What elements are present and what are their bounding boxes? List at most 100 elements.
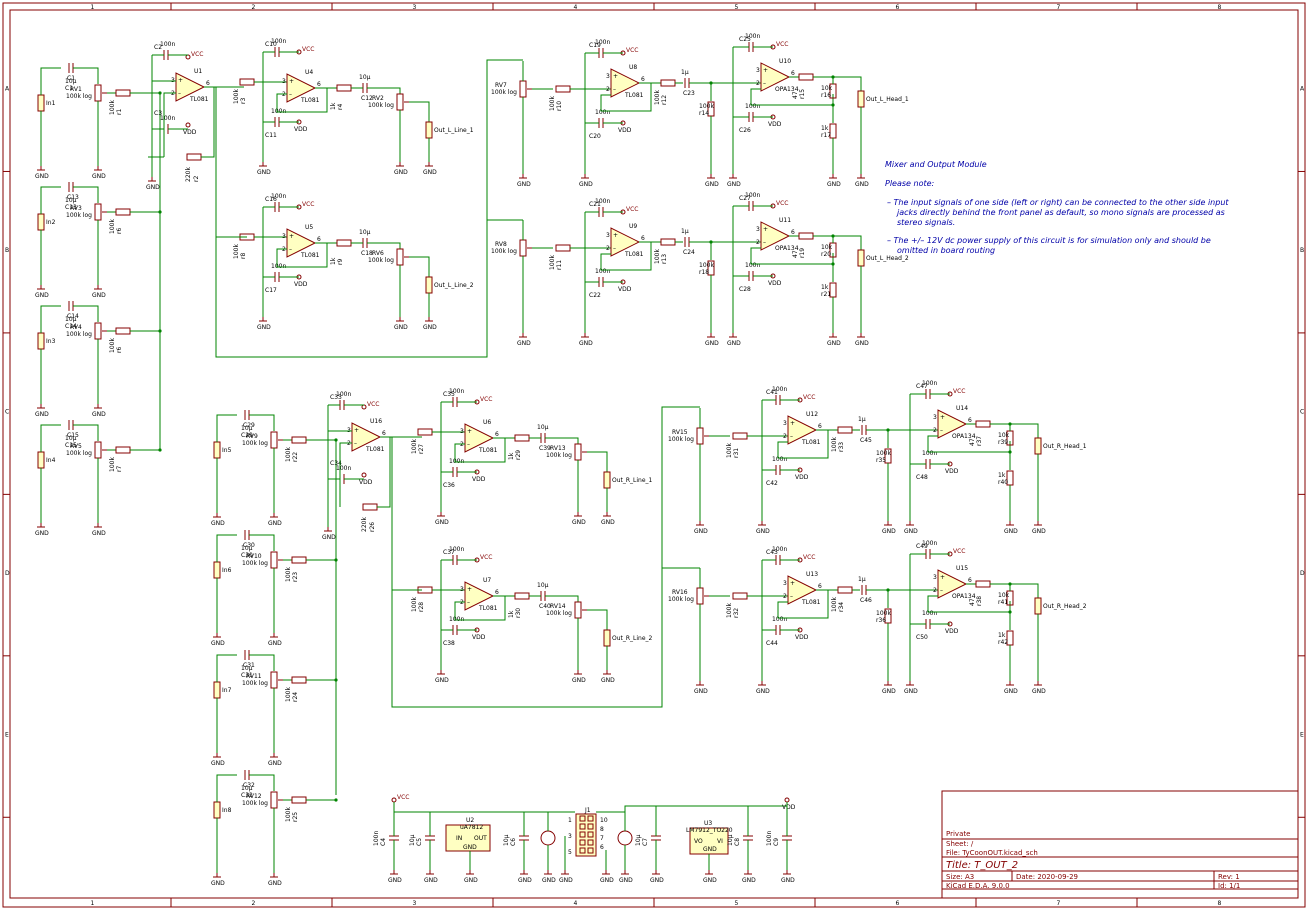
wire bbox=[777, 430, 829, 459]
pot-value: 100k log bbox=[546, 452, 572, 459]
regulator-pin: GND bbox=[703, 846, 717, 853]
capacitor: 100n bbox=[160, 41, 175, 60]
gnd-label: GND bbox=[601, 519, 615, 526]
gnd-label: GND bbox=[322, 534, 336, 541]
resistor-value: 100k bbox=[831, 437, 838, 452]
jack-body bbox=[37, 213, 45, 231]
wire bbox=[454, 438, 506, 463]
resistor-ref: r20 bbox=[821, 251, 831, 258]
gnd-label: GND bbox=[579, 340, 593, 347]
pot-ref: RV4 bbox=[70, 324, 82, 331]
gnd-label: GND bbox=[394, 324, 408, 331]
gnd-label: GND bbox=[257, 324, 271, 331]
opamp-minus: – bbox=[613, 245, 616, 252]
gnd-symbol: GND bbox=[92, 166, 106, 180]
pin-num: 6 bbox=[317, 236, 321, 243]
resistor-ref: r9 bbox=[337, 259, 344, 265]
vcc-symbol: VCC bbox=[770, 200, 788, 209]
gnd-symbol: GND bbox=[388, 870, 402, 884]
resistor-body bbox=[798, 73, 814, 81]
pin-num: 3 bbox=[460, 428, 464, 435]
opamp-plus: + bbox=[178, 77, 183, 84]
cap-value: 1µ bbox=[681, 228, 689, 235]
pot-value: 100k log bbox=[242, 560, 268, 567]
resistor-body bbox=[732, 592, 748, 600]
gnd-symbol: GND bbox=[579, 333, 593, 347]
gnd-symbol: GND bbox=[579, 174, 593, 188]
capacitor: 100n bbox=[595, 268, 610, 287]
cap-value: 100n bbox=[336, 465, 351, 472]
opamp-ref: U12 bbox=[806, 411, 818, 418]
resistor-value: 1k bbox=[508, 610, 515, 618]
gnd-symbol: GND bbox=[146, 177, 160, 191]
wire bbox=[215, 59, 523, 358]
opamp-part: OPA134 bbox=[775, 245, 799, 252]
pin-num: 3 bbox=[460, 586, 464, 593]
cap-ref: C40 bbox=[539, 603, 551, 610]
opamp-body bbox=[937, 569, 968, 599]
resistor-value: 100k bbox=[411, 597, 418, 612]
column-label: 3 bbox=[413, 4, 417, 11]
cap-value: 10µ bbox=[241, 425, 253, 432]
cap-ref: C37 bbox=[443, 549, 455, 556]
pot-body bbox=[519, 239, 527, 257]
pin-num: 2 bbox=[783, 433, 787, 440]
gnd-label: GND bbox=[35, 530, 49, 537]
pin-num: 6 bbox=[206, 80, 210, 87]
opamp-minus: – bbox=[613, 86, 616, 93]
cap-ref: C21 bbox=[589, 201, 601, 208]
gnd-label: GND bbox=[35, 292, 49, 299]
jack-body bbox=[425, 121, 433, 139]
wire bbox=[750, 88, 834, 106]
cap-value: 100n bbox=[772, 546, 787, 553]
resistor-value: 1k bbox=[821, 284, 829, 291]
cap-value: 10µ bbox=[241, 545, 253, 552]
resistor-ref: r17 bbox=[821, 132, 831, 139]
resistor-value: 100k bbox=[233, 244, 240, 259]
gnd-symbol: GND bbox=[394, 162, 408, 176]
cap-ref: C1 bbox=[67, 75, 75, 82]
cap-value: 1µ bbox=[681, 69, 689, 76]
capacitor: 100n bbox=[336, 465, 351, 484]
gnd-label: GND bbox=[904, 528, 918, 535]
wire bbox=[201, 87, 215, 158]
cap-ref: C33 bbox=[330, 394, 342, 401]
vcc-symbol: VCC bbox=[620, 206, 638, 215]
audio-jack: Out_L_Line_1 bbox=[425, 121, 474, 139]
cap-ref: C24 bbox=[683, 249, 695, 256]
pin-num: 6 bbox=[968, 417, 972, 424]
gnd-label: GND bbox=[742, 877, 756, 884]
opamp-ref: U5 bbox=[305, 224, 313, 231]
resistor-value: 1k bbox=[998, 472, 1006, 479]
pin-num: 6 bbox=[641, 235, 645, 242]
regulator-part: LM7912_TO220 bbox=[686, 827, 733, 834]
column-label: 8 bbox=[1218, 4, 1222, 11]
wire bbox=[276, 88, 328, 113]
cap-ref: C18 bbox=[361, 250, 373, 257]
gnd-label: GND bbox=[211, 520, 225, 527]
gnd-symbol: GND bbox=[882, 681, 896, 695]
pin-num: 6 bbox=[818, 423, 822, 430]
resistor-body bbox=[514, 592, 530, 600]
column-label: 1 bbox=[91, 4, 95, 11]
capacitor: 100n bbox=[160, 115, 175, 134]
pin-num: 3 bbox=[783, 420, 787, 427]
gnd-symbol: GND bbox=[904, 521, 918, 535]
resistor-body bbox=[291, 556, 307, 564]
jack-ref: In4 bbox=[46, 457, 56, 464]
connector-pin bbox=[579, 823, 586, 830]
